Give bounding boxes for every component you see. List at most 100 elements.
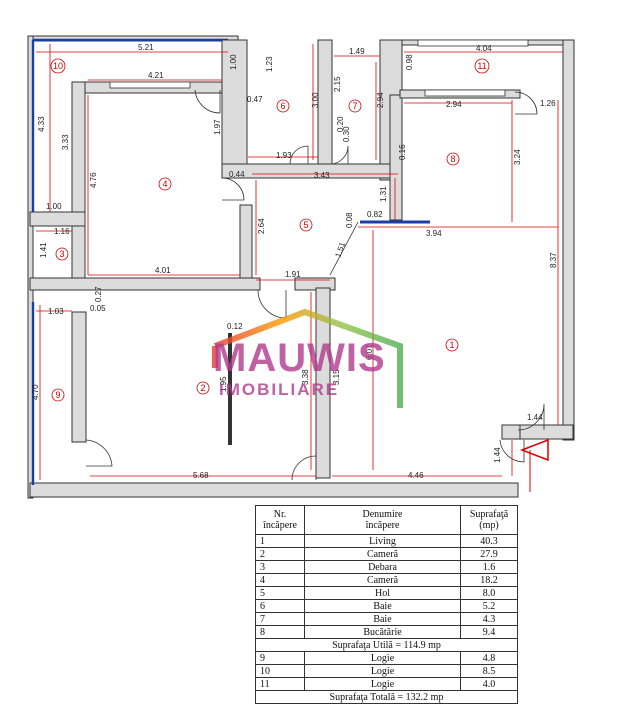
subtotal-row: Suprafaţa Utilă = 114.9 mp — [255, 638, 518, 652]
room-marker-10: 10 — [50, 58, 66, 74]
cell-name: Cameră — [304, 547, 461, 561]
dim-4-76: 4.76 — [89, 172, 98, 188]
cell-area: 8.5 — [460, 664, 518, 678]
cell-nr: 1 — [255, 534, 305, 548]
watermark-logo: MAUWIS IMOBILIARE — [205, 308, 410, 413]
dim-0-20: 0.20 — [336, 116, 345, 132]
dim-0-05: 0.05 — [90, 304, 106, 313]
dim-0-44: 0.44 — [229, 170, 245, 179]
wall-room2-right — [315, 287, 331, 479]
wall-mid-horizontal — [29, 277, 261, 291]
header-nr-l1: Nr. — [273, 509, 287, 520]
wall-diagonal — [329, 221, 359, 276]
dim-1-93: 1.93 — [276, 151, 292, 160]
door-loggia9 — [85, 439, 113, 467]
entrance-arrow-icon — [519, 438, 549, 462]
wall-room4-right — [239, 204, 253, 284]
wall-pillar — [501, 424, 521, 440]
cell-name: Cameră — [304, 573, 461, 587]
logo-wordmark: MAUWIS — [213, 336, 386, 380]
logo-subtitle: IMOBILIARE — [219, 380, 340, 399]
dim-1-00-b: 1.00 — [46, 202, 62, 211]
window-room4 — [109, 81, 191, 89]
door-room7 — [329, 145, 349, 165]
window-room8 — [424, 89, 506, 97]
dim-5-68: 5.68 — [193, 471, 209, 480]
cell-area: 8.0 — [460, 586, 518, 600]
dim-1-97: 1.97 — [213, 119, 222, 135]
room-marker-4: 4 — [158, 177, 172, 191]
dim-5-21: 5.21 — [138, 43, 154, 52]
room-marker-11: 11 — [474, 58, 490, 74]
cell-name: Debara — [304, 560, 461, 574]
dim-0-98: 0.98 — [405, 54, 414, 70]
total-row: Suprafaţa Totală = 132.2 mp — [255, 690, 518, 704]
door-room6 — [289, 145, 309, 165]
dim-3-00: 3.00 — [311, 92, 320, 108]
dim-3-38: 3.38 — [301, 369, 310, 385]
wall-hall-top — [221, 163, 403, 179]
house-roof-icon — [212, 308, 403, 408]
subtotal-cell: Suprafaţa Utilă = 114.9 mp — [255, 638, 518, 652]
dim-4-70: 4.70 — [31, 384, 40, 400]
dim-1-44-a: 1.44 — [527, 413, 543, 422]
dim-1-23: 1.23 — [265, 56, 274, 72]
dim-0-27: 0.27 — [94, 286, 103, 302]
cell-area: 1.6 — [460, 560, 518, 574]
dim-1-91: 1.91 — [285, 270, 301, 279]
header-name-l2: încăpere — [365, 520, 400, 531]
dim-0-16: 0.16 — [398, 144, 407, 160]
wall-left — [27, 35, 34, 499]
cell-nr: 4 — [255, 573, 305, 587]
door-room10 — [194, 89, 221, 114]
wall-room3-top — [29, 211, 86, 227]
header-nr: Nr.încăpere — [255, 505, 305, 535]
dim-4-21: 4.21 — [148, 71, 164, 80]
cell-area: 4.3 — [460, 612, 518, 626]
room-marker-3: 3 — [55, 247, 69, 261]
dim-4-33: 4.33 — [37, 116, 46, 132]
dim-0-12: 0.12 — [227, 322, 243, 331]
dim-1-03: 1.03 — [48, 307, 64, 316]
door-entrance — [499, 439, 525, 463]
room-number-7: 7 — [352, 101, 357, 111]
wall-room6-7 — [317, 39, 333, 171]
dim-1-51: 1.51 — [333, 240, 347, 258]
dim-1-16: 1.16 — [54, 227, 70, 236]
dim-0-08: 0.08 — [345, 212, 354, 228]
cell-area: 4.0 — [460, 677, 518, 691]
room-number-11: 11 — [477, 61, 486, 71]
cell-area: 27.9 — [460, 547, 518, 561]
cell-nr: 11 — [255, 677, 305, 691]
dim-1-49: 1.49 — [349, 47, 365, 56]
room-marker-5: 5 — [299, 218, 313, 232]
dim-1-31: 1.31 — [379, 186, 388, 202]
loggia-10-outline — [31, 38, 228, 214]
header-area: Suprafaţă(mp) — [460, 505, 518, 535]
dim-2-15: 2.15 — [333, 76, 342, 92]
floor-plan: 10 11 6 7 8 4 5 3 1 2 9 5.21 1.00 4.21 4… — [27, 35, 575, 499]
dim-0-30: 0.30 — [342, 126, 351, 142]
cell-nr: 10 — [255, 664, 305, 678]
dim-4-46: 4.46 — [408, 471, 424, 480]
header-area-l2: (mp) — [479, 520, 499, 531]
cell-area: 18.2 — [460, 573, 518, 587]
cell-nr: 5 — [255, 586, 305, 600]
room-number-10: 10 — [53, 61, 63, 71]
room-marker-2: 2 — [196, 381, 210, 395]
room-marker-6: 6 — [276, 99, 290, 113]
door-room11 — [514, 91, 538, 115]
dim-6-07: 6.07 — [365, 344, 374, 360]
cell-name: Baie — [304, 599, 461, 613]
